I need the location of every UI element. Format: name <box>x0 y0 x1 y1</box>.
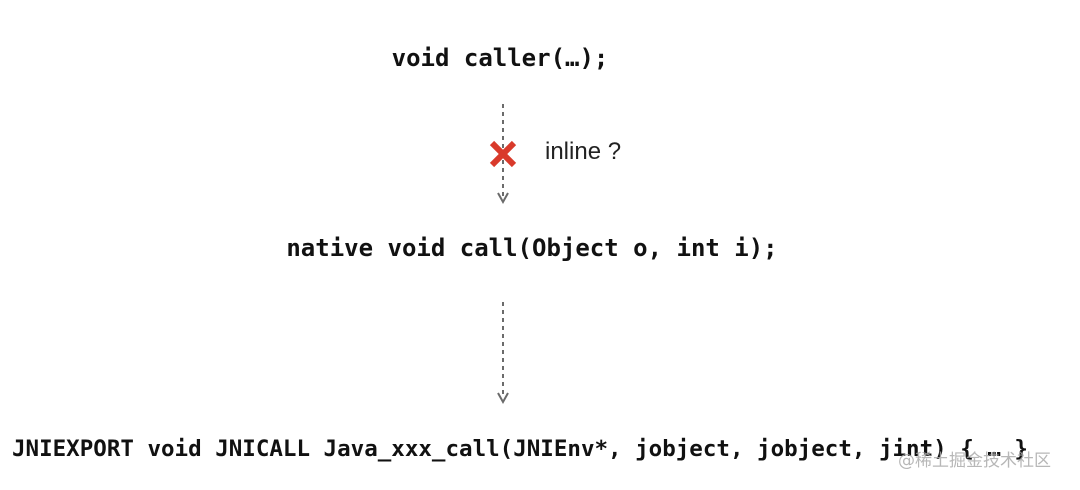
inline-question-label: inline ? <box>545 138 622 165</box>
cross-icon <box>489 140 517 168</box>
jni-function-signature: JNIEXPORT void JNICALL Java_xxx_call(JNI… <box>12 436 1028 462</box>
caller-declaration: void caller(…); <box>391 44 609 72</box>
down-arrow-2 <box>497 302 509 405</box>
down-arrow-1 <box>497 104 509 205</box>
watermark: @稀土掘金技术社区 <box>898 451 1051 471</box>
native-method-declaration: native void call(Object o, int i); <box>286 234 778 262</box>
